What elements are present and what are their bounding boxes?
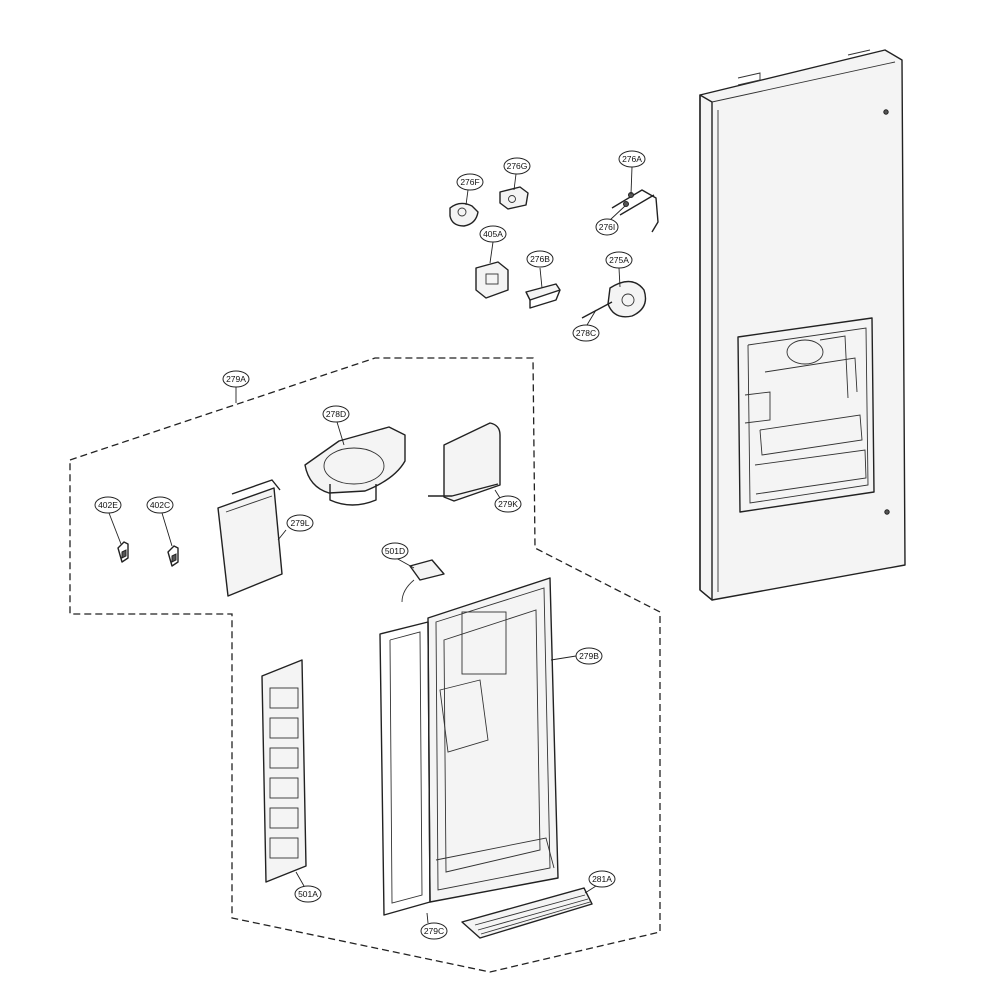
svg-text:278D: 278D [326, 409, 346, 419]
svg-text:275A: 275A [609, 255, 629, 265]
callout-276I: 276I [595, 218, 619, 236]
callout-279A: 279A [222, 370, 250, 388]
svg-text:279B: 279B [579, 651, 599, 661]
callout-276F: 276F [456, 173, 484, 191]
part-402E [108, 512, 129, 563]
part-281A [461, 885, 597, 939]
svg-text:276G: 276G [507, 161, 528, 171]
svg-text:402E: 402E [98, 500, 118, 510]
svg-text:402C: 402C [150, 500, 170, 510]
part-276F [449, 189, 479, 227]
svg-text:501D: 501D [385, 546, 405, 556]
callout-402C: 402C [146, 496, 174, 514]
callout-276B: 276B [526, 250, 554, 268]
callout-501A: 501A [294, 885, 322, 903]
part-279B [427, 577, 577, 903]
part-279C [379, 621, 431, 924]
callout-275A: 275A [605, 251, 633, 269]
svg-text:281A: 281A [592, 874, 612, 884]
callout-279K: 279K [494, 495, 522, 513]
part-275A-278C [581, 267, 647, 326]
callout-278C: 278C [572, 324, 600, 342]
callout-279L: 279L [286, 514, 314, 532]
svg-text:279K: 279K [498, 499, 518, 509]
callout-281A: 281A [588, 870, 616, 888]
svg-text:276B: 276B [530, 254, 550, 264]
svg-text:405A: 405A [483, 229, 503, 239]
callout-501D: 501D [381, 542, 409, 560]
part-276G [499, 173, 529, 210]
svg-text:276A: 276A [622, 154, 642, 164]
refrigerator-door [699, 49, 906, 601]
part-501A [261, 659, 307, 887]
callout-402E: 402E [94, 496, 122, 514]
part-278D [304, 421, 406, 506]
callout-276A: 276A [618, 150, 646, 168]
callout-279C: 279C [420, 922, 448, 940]
svg-text:278C: 278C [576, 328, 596, 338]
part-405A [475, 241, 509, 299]
part-276A-276I [609, 166, 659, 233]
svg-text:279C: 279C [424, 926, 444, 936]
svg-text:279L: 279L [291, 518, 310, 528]
part-279L [217, 479, 287, 597]
assembly-279A-outline [69, 357, 661, 973]
callout-278D: 278D [322, 405, 350, 423]
part-402C [161, 512, 179, 567]
door-dispenser-recess [737, 317, 875, 513]
svg-text:279A: 279A [226, 374, 246, 384]
part-276B [525, 267, 561, 309]
callout-405A: 405A [479, 225, 507, 243]
callout-276G: 276G [503, 157, 531, 175]
svg-text:276F: 276F [460, 177, 479, 187]
svg-text:501A: 501A [298, 889, 318, 899]
part-279K [428, 422, 501, 502]
part-501D [395, 557, 445, 603]
svg-text:276I: 276I [599, 222, 616, 232]
callout-279B: 279B [575, 647, 603, 665]
